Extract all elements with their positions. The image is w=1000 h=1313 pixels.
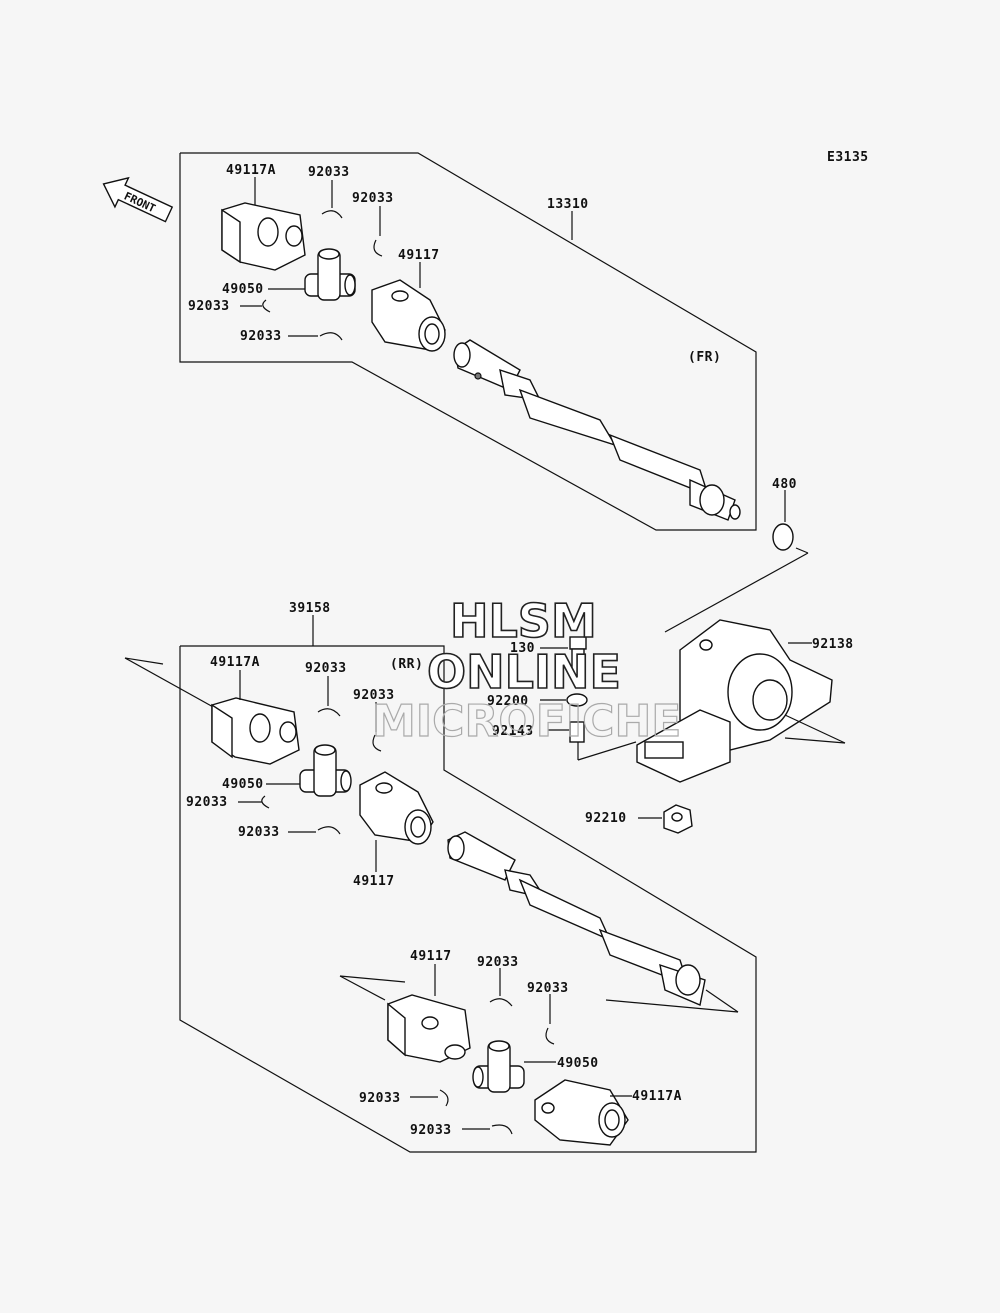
watermark-line-2: ONLINE [427, 645, 621, 699]
front-assembly-outline [179, 152, 757, 531]
rear-cross-joint [299, 744, 352, 797]
bearing-collar [569, 721, 585, 743]
front-assembly-number: 13310 [547, 197, 589, 212]
label-rear-clip-4: 92033 [238, 825, 280, 840]
clip-front-3 [262, 299, 271, 313]
label-front-clip-4: 92033 [240, 329, 282, 344]
rear-assembly-number: 39158 [289, 601, 331, 616]
front-arrow-icon: FRONT [102, 176, 174, 223]
rear-lower-splined-yoke [534, 1079, 629, 1146]
label-rear-lower-yoke-a: 49117A [632, 1089, 682, 1104]
label-rear-yoke: 49117 [353, 874, 395, 889]
label-front-yoke: 49117 [398, 248, 440, 263]
watermark: HLSM ONLINE MICROFICHE [371, 593, 682, 747]
watermark-line-1: HLSM [450, 594, 597, 648]
clip-front-1 [321, 210, 343, 219]
front-section: 13310 (FR) 49117A 92033 92033 49050 9203… [179, 152, 809, 633]
clip-rear-7 [439, 1089, 449, 1107]
label-bearing-collar: 92143 [492, 724, 534, 739]
clip-rear-2 [372, 734, 382, 752]
bearing-washer [566, 693, 588, 707]
label-rear-clip-5: 92033 [477, 955, 519, 970]
rear-lower-yoke [387, 994, 471, 1063]
label-rear-clip-1: 92033 [305, 661, 347, 676]
clip-rear-8 [491, 1124, 513, 1135]
label-front-circlip: 480 [772, 477, 797, 492]
watermark-line-3: MICROFICHE [372, 696, 681, 747]
rear-lower-cross-joint [472, 1040, 525, 1093]
bearing-housing [636, 619, 833, 783]
bearing-nut [663, 804, 693, 834]
rear-tag: (RR) [390, 657, 423, 672]
front-tag: (FR) [688, 350, 721, 365]
label-bearing-bolt: 130 [510, 641, 535, 656]
label-front-yoke-a: 49117A [226, 163, 276, 178]
rear-assembly-outline [179, 645, 757, 1153]
rear-yoke-a [211, 697, 300, 765]
diagram-code: E3135 [827, 150, 869, 165]
label-rear-joint: 49050 [222, 777, 264, 792]
bearing-bolt [569, 636, 587, 678]
rear-splined-yoke [359, 771, 434, 845]
clip-rear-4 [317, 826, 341, 835]
front-drive-shaft [453, 339, 741, 521]
label-rear-clip-2: 92033 [353, 688, 395, 703]
label-front-clip-2: 92033 [352, 191, 394, 206]
label-rear-clip-3: 92033 [186, 795, 228, 810]
label-rear-clip-6: 92033 [527, 981, 569, 996]
label-front-clip-3: 92033 [188, 299, 230, 314]
label-rear-clip-8: 92033 [410, 1123, 452, 1138]
label-rear-lower-joint: 49050 [557, 1056, 599, 1071]
rear-section: 39158 (RR) 49117A 92033 92033 49050 9203… [124, 601, 757, 1153]
rear-drive-shaft [447, 831, 706, 1006]
clip-rear-5 [489, 998, 513, 1007]
label-bearing-housing: 92138 [812, 637, 854, 652]
clip-front-4 [319, 332, 343, 341]
label-front-clip-1: 92033 [308, 165, 350, 180]
label-rear-yoke-a: 49117A [210, 655, 260, 670]
label-bearing-washer: 92200 [487, 694, 529, 709]
front-yoke-a [221, 202, 306, 271]
label-front-joint: 49050 [222, 282, 264, 297]
front-circlip [772, 523, 794, 551]
clip-rear-1 [317, 708, 341, 717]
label-rear-lower-yoke: 49117 [410, 949, 452, 964]
bearing-assembly: 92138 130 92200 92143 92210 [487, 619, 854, 834]
clip-rear-3 [261, 795, 270, 809]
front-cross-joint [304, 248, 356, 301]
front-splined-yoke [371, 279, 446, 352]
label-rear-clip-7: 92033 [359, 1091, 401, 1106]
clip-front-2 [373, 239, 383, 257]
label-bearing-nut: 92210 [585, 811, 627, 826]
clip-rear-6 [545, 1027, 555, 1045]
